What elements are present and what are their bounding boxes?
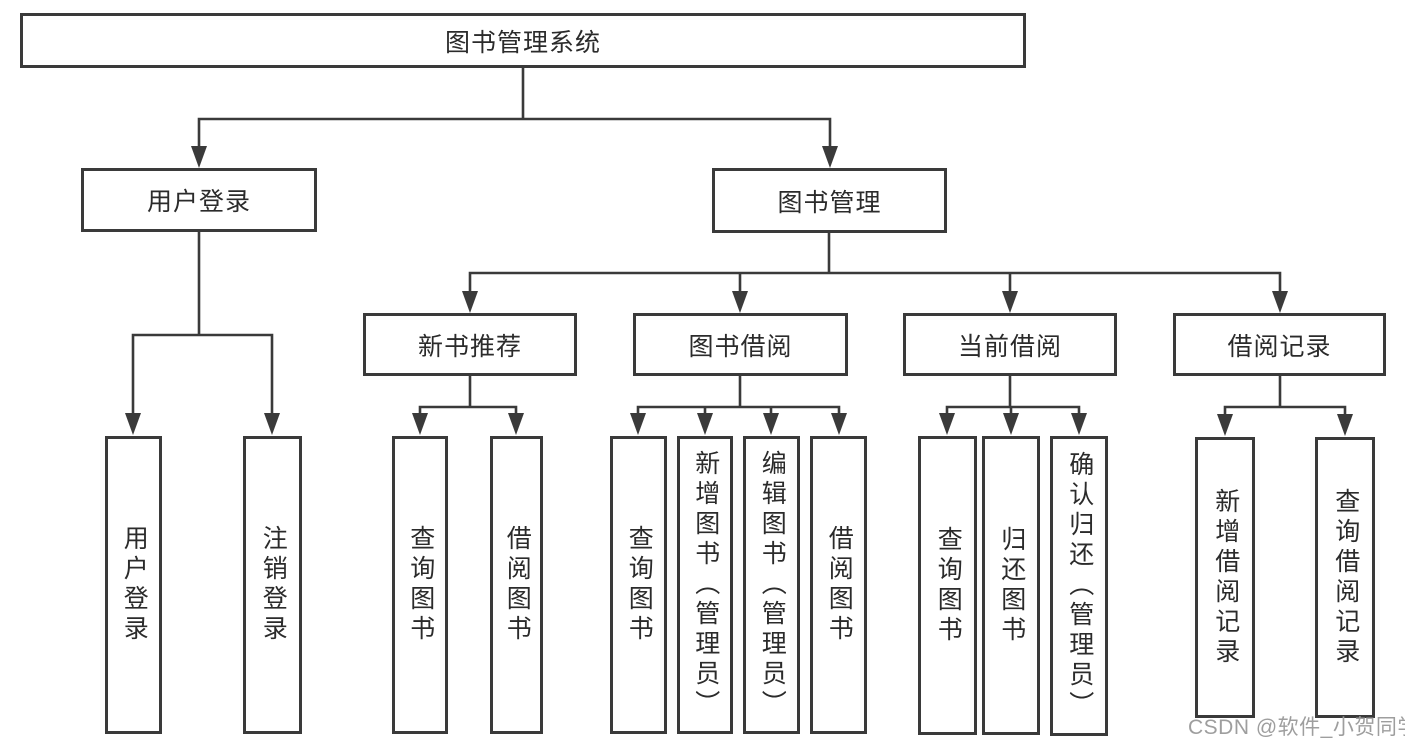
arrow-icon (822, 146, 838, 168)
leaf-label: 归还图书 (997, 525, 1026, 646)
arrow-icon (763, 413, 779, 435)
node-new-book-recommend: 新书推荐 (363, 313, 577, 376)
csdn-watermark: CSDN @软件_小贺同学 (1188, 716, 1405, 739)
connector-root-branch (197, 117, 832, 147)
leaf-logout: 注销登录 (243, 436, 302, 734)
leaf-edit-book-admin: 编辑图书（管理员） (743, 436, 800, 734)
arrow-icon (264, 413, 280, 435)
leaf-label: 借阅图书 (503, 525, 532, 645)
connector-book-mgmt-branch (468, 271, 1282, 292)
node-label: 当前借阅 (957, 332, 1062, 361)
connector-user-login-branch (131, 333, 274, 414)
leaf-return-book: 归还图书 (982, 436, 1040, 735)
connector-current-branch (945, 405, 1081, 414)
node-user-login: 用户登录 (81, 168, 317, 232)
arrow-icon (831, 413, 847, 435)
node-label: 新书推荐 (417, 332, 522, 361)
node-label: 图书管理系统 (444, 28, 601, 57)
node-label: 图书借阅 (688, 332, 793, 361)
leaf-query-borrow-record: 查询借阅记录 (1315, 437, 1375, 718)
leaf-label: 查询借阅记录 (1331, 487, 1360, 668)
arrow-icon (630, 413, 646, 435)
arrow-icon (939, 413, 955, 435)
arrow-icon (191, 146, 207, 168)
arrow-icon (508, 413, 524, 435)
connector-records-branch (1223, 405, 1347, 415)
arrow-icon (462, 291, 478, 313)
leaf-query-books-borrow: 查询图书 (610, 436, 667, 734)
arrow-icon (1217, 414, 1233, 436)
leaf-query-books-current: 查询图书 (918, 436, 977, 735)
node-library-system: 图书管理系统 (20, 13, 1026, 68)
leaf-label: 用户登录 (120, 525, 149, 645)
node-book-borrow: 图书借阅 (633, 313, 848, 376)
arrow-icon (1002, 291, 1018, 313)
leaf-borrow-books-recommend: 借阅图书 (490, 436, 543, 734)
node-current-borrow: 当前借阅 (903, 313, 1117, 376)
leaf-label: 查询图书 (406, 525, 435, 645)
arrow-icon (125, 413, 141, 435)
leaf-label: 借阅图书 (825, 525, 854, 645)
arrow-icon (1003, 413, 1019, 435)
leaf-label: 查询图书 (625, 525, 654, 645)
leaf-label: 编辑图书（管理员） (758, 450, 787, 720)
connector-borrow-branch (636, 405, 841, 414)
leaf-add-book-admin: 新增图书（管理员） (677, 436, 733, 734)
connector-new-rec-branch (418, 405, 518, 414)
leaf-borrow-books: 借阅图书 (810, 436, 867, 734)
arrow-icon (412, 413, 428, 435)
leaf-query-books-recommend: 查询图书 (392, 436, 448, 734)
node-label: 图书管理 (777, 188, 882, 217)
node-book-management: 图书管理 (712, 168, 947, 233)
arrow-icon (697, 413, 713, 435)
leaf-confirm-return-admin: 确认归还（管理员） (1050, 436, 1108, 736)
leaf-label: 注销登录 (259, 525, 288, 645)
leaf-label: 确认归还（管理员） (1065, 451, 1094, 721)
leaf-label: 新增图书（管理员） (691, 450, 720, 720)
leaf-add-borrow-record: 新增借阅记录 (1195, 437, 1255, 718)
arrow-icon (1272, 291, 1288, 313)
node-borrow-records: 借阅记录 (1173, 313, 1386, 376)
node-label: 借阅记录 (1227, 332, 1332, 361)
arrow-icon (1071, 413, 1087, 435)
node-label: 用户登录 (146, 188, 251, 216)
arrow-icon (1337, 414, 1353, 436)
arrow-icon (732, 291, 748, 313)
leaf-label: 新增借阅记录 (1211, 487, 1240, 668)
leaf-user-login: 用户登录 (105, 436, 162, 734)
leaf-label: 查询图书 (934, 525, 963, 646)
